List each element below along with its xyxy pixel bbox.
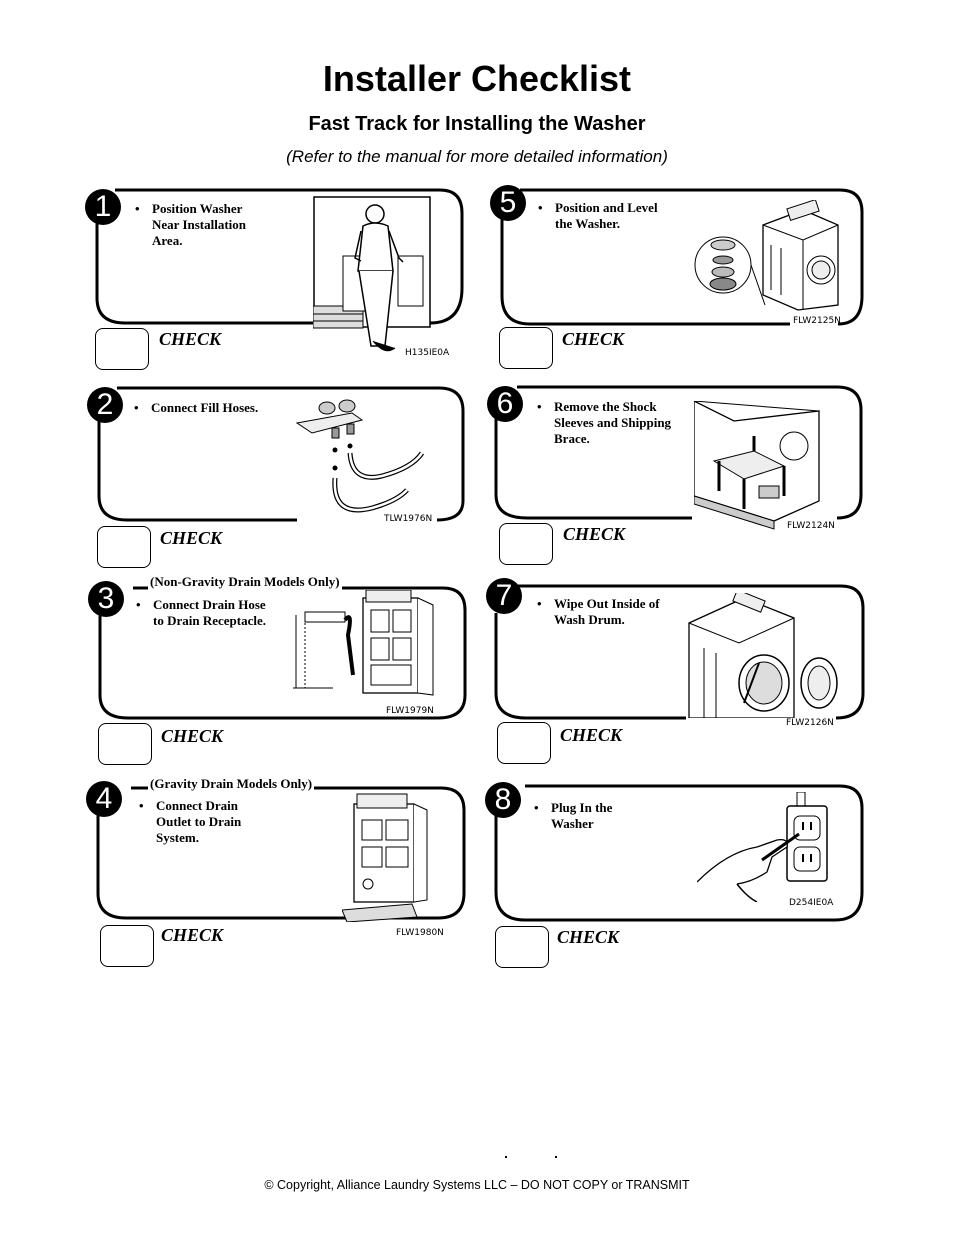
- check-label: CHECK: [160, 528, 223, 548]
- model-note: (Gravity Drain Models Only): [148, 776, 315, 792]
- check-box[interactable]: [495, 926, 549, 968]
- check-label: CHECK: [563, 524, 626, 544]
- step-instruction: •Position Washer Near Installation Area.: [135, 201, 247, 248]
- figure-code: FLW2125N: [793, 316, 841, 326]
- step-frame: [494, 385, 863, 520]
- check-box[interactable]: [98, 723, 152, 765]
- step-4: (Gravity Drain Models Only) 4 •Connect D…: [86, 776, 466, 967]
- step-number: 8: [485, 782, 521, 818]
- step-3: (Non-Gravity Drain Models Only) 3 •Conne…: [88, 574, 468, 765]
- figure-code: FLW1980N: [396, 928, 444, 938]
- figure-code: D254IE0A: [789, 898, 834, 908]
- step-instruction: •Plug In the Washer: [534, 800, 613, 831]
- check-label: CHECK: [159, 329, 222, 349]
- step-number: 6: [487, 386, 523, 422]
- check-box[interactable]: [95, 328, 149, 370]
- fill-hoses-illustration: [295, 399, 425, 513]
- step-instruction: •Wipe Out Inside of Wash Drum.: [537, 596, 660, 627]
- step-number: 3: [88, 581, 124, 617]
- gravity-drain-illustration: [342, 793, 428, 922]
- step-5: 5 •Position and Level the Washer. FLW212…: [490, 185, 870, 369]
- page-title: Installer Checklist: [322, 58, 632, 99]
- model-note: (Non-Gravity Drain Models Only): [148, 574, 342, 590]
- step-frame: [500, 188, 864, 326]
- page-mark: [505, 1156, 507, 1158]
- plug-outlet-illustration: [697, 792, 828, 902]
- step-1: 1 •Position Washer Near Installation Are…: [85, 188, 465, 370]
- page-mark: [555, 1156, 557, 1158]
- step-frame: [95, 188, 464, 325]
- shipping-brace-illustration: [694, 401, 820, 530]
- leveling-washer-illustration: [694, 200, 839, 311]
- check-box[interactable]: [100, 925, 154, 967]
- step-number: 5: [490, 185, 526, 221]
- figure-code: FLW1979N: [386, 706, 434, 716]
- step-number: 4: [86, 781, 122, 817]
- step-instruction: •Connect Drain Hose to Drain Receptacle.: [136, 597, 266, 628]
- check-label: CHECK: [560, 725, 623, 745]
- step-instruction: •Remove the Shock Sleeves and Shipping B…: [537, 399, 672, 446]
- step-number: 7: [486, 578, 522, 614]
- check-label: CHECK: [161, 726, 224, 746]
- drain-hose-illustration: [293, 590, 434, 696]
- step-2: 2 •Connect Fill Hoses. TLW1976N CHECK: [87, 386, 467, 568]
- check-box[interactable]: [497, 722, 551, 764]
- step-frame: [96, 786, 466, 920]
- page-subtitle: Fast Track for Installing the Washer: [308, 113, 646, 135]
- reference-note: (Refer to the manual for more detailed i…: [286, 147, 668, 166]
- check-label: CHECK: [557, 927, 620, 947]
- step-frame: [494, 784, 864, 922]
- step-number: 2: [87, 387, 123, 423]
- wash-drum-illustration: [688, 593, 838, 718]
- check-box[interactable]: [499, 327, 553, 369]
- figure-code: FLW2126N: [786, 718, 834, 728]
- figure-code: TLW1976N: [384, 514, 433, 524]
- step-8: 8 •Plug In the Washer D254IE0A CHECK: [485, 782, 865, 968]
- step-number: 1: [85, 189, 121, 225]
- copyright-footer: © Copyright, Alliance Laundry Systems LL…: [264, 1178, 690, 1192]
- step-7: 7 •Wipe Out Inside of Wash Drum. FLW2126…: [486, 578, 866, 764]
- check-box[interactable]: [97, 526, 151, 568]
- check-label: CHECK: [161, 925, 224, 945]
- step-instruction: •Position and Level the Washer.: [538, 200, 658, 231]
- step-frame: [97, 386, 465, 522]
- step-6: 6 •Remove the Shock Sleeves and Shipping…: [487, 385, 867, 565]
- check-label: CHECK: [562, 329, 625, 349]
- step-frame: [98, 586, 467, 720]
- check-box[interactable]: [499, 523, 553, 565]
- figure-code: FLW2124N: [787, 521, 835, 531]
- step-instruction: •Connect Drain Outlet to Drain System.: [139, 798, 242, 845]
- figure-code: H135IE0A: [405, 348, 450, 358]
- step-instruction: •Connect Fill Hoses.: [134, 400, 259, 415]
- person-with-washer-illustration: [313, 196, 431, 352]
- step-frame: [494, 584, 865, 720]
